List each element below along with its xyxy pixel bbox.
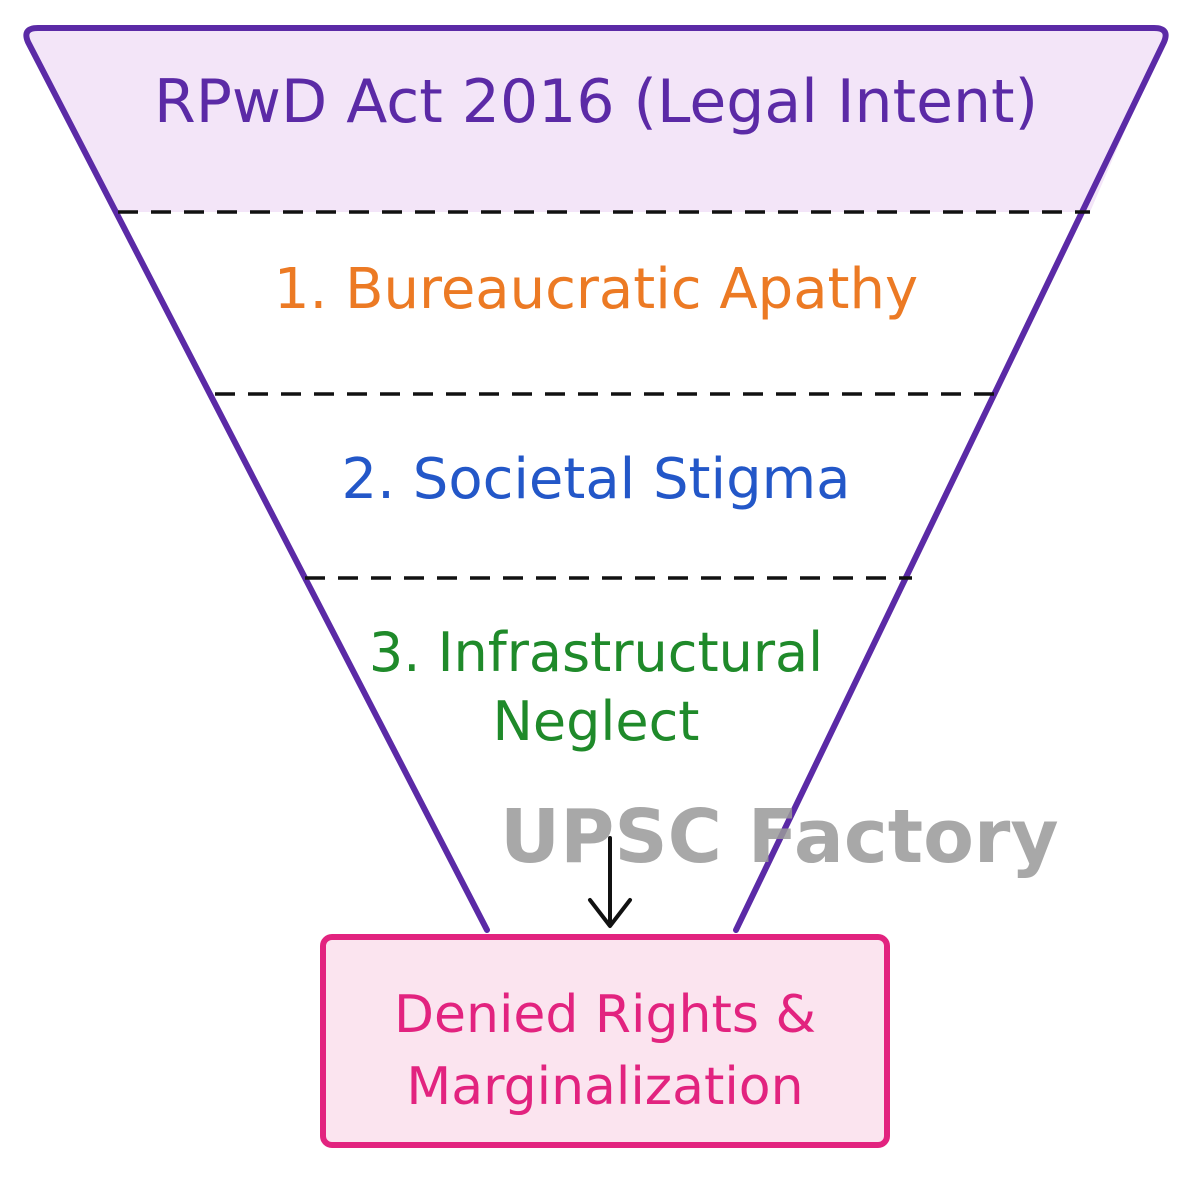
outcome-line-1: Denied Rights & xyxy=(393,985,817,1045)
watermark: UPSC Factory xyxy=(500,794,1059,880)
layer-infrastructural-neglect: 3. Infrastructural Neglect xyxy=(0,618,1192,756)
layer-number: 3. xyxy=(368,621,421,684)
outcome-label: Denied Rights & Marginalization xyxy=(326,980,884,1124)
down-arrow-icon xyxy=(588,836,632,928)
layer-number: 2. xyxy=(341,447,395,512)
layer-text: Infrastructural xyxy=(437,621,824,684)
outcome-box: Denied Rights & Marginalization xyxy=(320,934,890,1148)
layer-text: Bureaucratic Apathy xyxy=(345,257,919,322)
layer-number: 1. xyxy=(273,257,328,322)
layer-bureaucratic-apathy: 1. Bureaucratic Apathy xyxy=(0,262,1192,318)
layer-line-2: Neglect xyxy=(492,690,700,754)
funnel-title: RPwD Act 2016 (Legal Intent) xyxy=(154,67,1038,137)
funnel-outline xyxy=(23,25,1169,933)
outcome-line-2: Marginalization xyxy=(406,1056,804,1117)
layer-text: Societal Stigma xyxy=(412,447,851,512)
layer-societal-stigma: 2. Societal Stigma xyxy=(0,452,1192,508)
layer-line-1: 3. Infrastructural xyxy=(0,618,1192,687)
funnel-top-band xyxy=(24,30,1168,212)
